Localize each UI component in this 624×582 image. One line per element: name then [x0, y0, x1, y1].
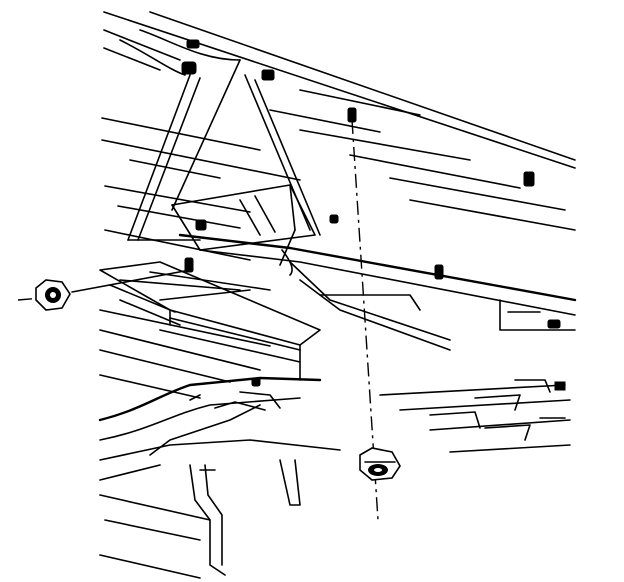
shield-plate: [99, 261, 321, 399]
strap: [127, 59, 321, 241]
nut-icon: [17, 269, 191, 311]
rear-frame-rail: [98, 376, 341, 579]
underbody-panel: [101, 89, 576, 261]
hanger-bracket: [189, 459, 301, 576]
upper-frame-rail: [103, 11, 576, 169]
lower-nut-icon: [359, 447, 401, 481]
crossmember-rail: [178, 233, 577, 351]
support-bracket: [171, 184, 316, 276]
stud-icon: [195, 214, 339, 387]
bolt-icon: [181, 39, 561, 329]
floor-pan-right: [379, 379, 571, 453]
